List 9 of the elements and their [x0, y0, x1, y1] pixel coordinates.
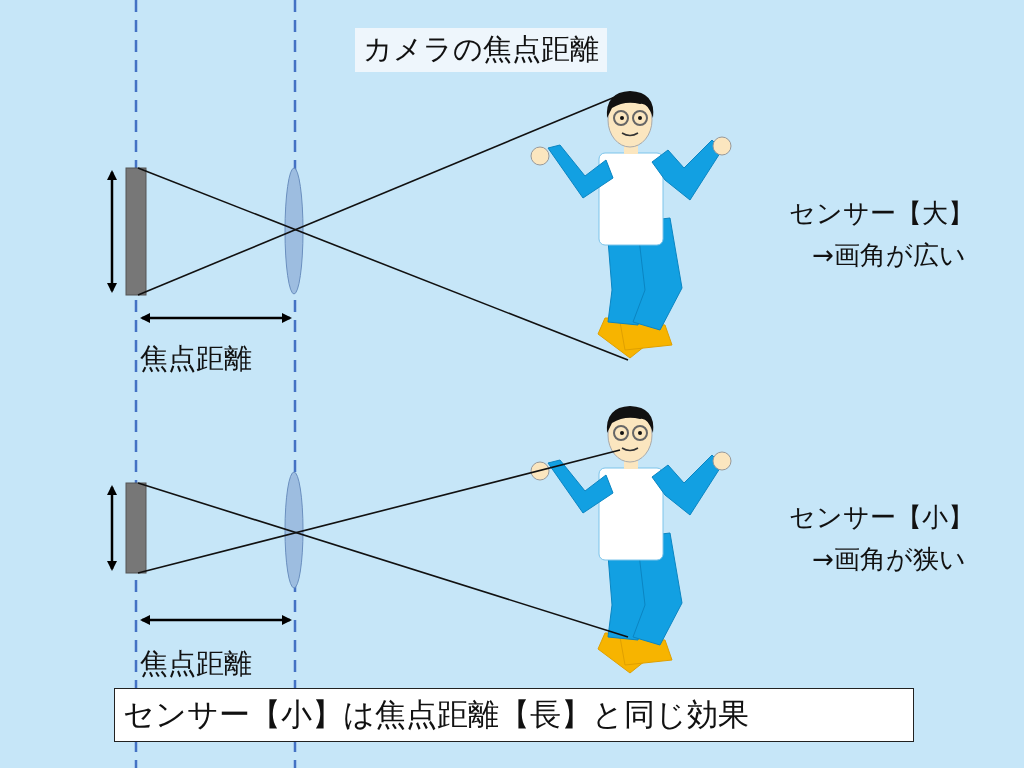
- text-label: 焦点距離: [140, 646, 252, 682]
- text-label: センサー【大】: [789, 197, 974, 230]
- text-label: →画角が広い: [812, 239, 966, 272]
- text-label: 焦点距離: [140, 341, 252, 377]
- title: カメラの焦点距離: [355, 28, 607, 72]
- conclusion-text: センサー【小】は焦点距離【長】と同じ効果: [123, 695, 749, 734]
- text-label: →画角が狭い: [812, 543, 966, 576]
- text-label: センサー【小】: [789, 501, 974, 534]
- conclusion-box: [114, 688, 914, 742]
